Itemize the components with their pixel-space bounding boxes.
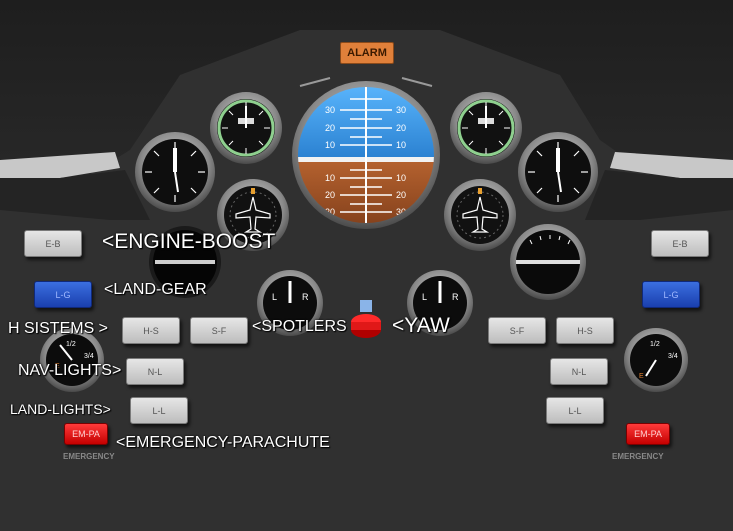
gear-gauge-right: L R — [407, 270, 473, 336]
emergency-parachute-label: <EMERGENCY-PARACHUTE — [116, 434, 330, 451]
fuel-e-text: E — [639, 373, 644, 380]
land-gear-button[interactable]: L-G — [34, 281, 92, 308]
land-lights-button-right[interactable]: L-L — [546, 397, 604, 424]
pitch-label: 20 — [325, 123, 335, 133]
gear-gauge-left: L R — [257, 270, 323, 336]
engine-boost-button[interactable]: E-B — [24, 230, 82, 257]
pitch-label: 20 — [396, 190, 406, 200]
emergency-label-right: EMERGENCY — [612, 452, 664, 461]
gear-r-text: R — [302, 292, 309, 302]
spoilers-button[interactable]: S-F — [190, 317, 248, 344]
emergency-label-left: EMERGENCY — [63, 452, 115, 461]
nav-lights-label: NAV-LIGHTS> — [18, 362, 122, 379]
altimeter-gauge-left — [135, 132, 215, 212]
nav-lights-button-right[interactable]: N-L — [550, 358, 608, 385]
gear-l-text: L — [272, 292, 277, 302]
fuel-gauge-right: 1/2 3/4 E — [624, 328, 688, 392]
pitch-label: 30 — [396, 207, 406, 217]
fuel-gauge-left: 1/2 3/4 E — [40, 328, 104, 392]
emergency-parachute-button-right[interactable]: EM-PA — [626, 423, 670, 445]
pitch-label: 10 — [325, 173, 335, 183]
altimeter-gauge-right — [518, 132, 598, 212]
display-gauge-left — [149, 226, 221, 298]
h-systems-label: H SISTEMS > — [8, 320, 109, 337]
gear-r-text: R — [452, 292, 459, 302]
land-gear-label: <LAND-GEAR — [104, 281, 207, 298]
heading-indicator-right — [444, 179, 516, 251]
fuel-e-text: E — [55, 363, 60, 370]
yaw-knob[interactable] — [351, 300, 381, 338]
fuel-half-text: 1/2 — [66, 341, 76, 348]
fuel-3q-text: 3/4 — [668, 353, 678, 360]
nav-lights-button[interactable]: N-L — [126, 358, 184, 385]
pitch-label: 10 — [325, 140, 335, 150]
pitch-label: 10 — [396, 140, 406, 150]
pitch-label: 20 — [325, 190, 335, 200]
yaw-label: <YAW — [392, 314, 450, 337]
spoilers-label: <SPOTLERS — [252, 318, 347, 335]
h-systems-button-right[interactable]: H-S — [556, 317, 614, 344]
land-gear-button-right[interactable]: L-G — [642, 281, 700, 308]
fuel-3q-text: 3/4 — [84, 353, 94, 360]
engine-boost-button-right[interactable]: E-B — [651, 230, 709, 257]
land-lights-label: LAND-LIGHTS> — [10, 401, 111, 417]
pitch-label: 10 — [396, 173, 406, 183]
land-lights-button[interactable]: L-L — [130, 397, 188, 424]
alarm-indicator[interactable]: ALARM — [340, 42, 394, 64]
pitch-label: 30 — [325, 105, 335, 115]
fuel-half-text: 1/2 — [650, 341, 660, 348]
pitch-label: 30 — [396, 105, 406, 115]
spoilers-button-right[interactable]: S-F — [488, 317, 546, 344]
airspeed-gauge-left — [210, 92, 282, 164]
emergency-parachute-button[interactable]: EM-PA — [64, 423, 108, 445]
heading-indicator-left — [217, 179, 289, 251]
display-gauge-right — [510, 224, 586, 300]
gear-l-text: L — [422, 292, 427, 302]
attitude-indicator: 30 30 20 20 10 10 10 10 20 20 30 30 — [292, 77, 440, 229]
pitch-label: 20 — [396, 123, 406, 133]
pitch-label: 30 — [325, 207, 335, 217]
h-systems-button[interactable]: H-S — [122, 317, 180, 344]
engine-boost-label: <ENGINE-BOOST — [102, 230, 276, 253]
airspeed-gauge-right — [450, 92, 522, 164]
